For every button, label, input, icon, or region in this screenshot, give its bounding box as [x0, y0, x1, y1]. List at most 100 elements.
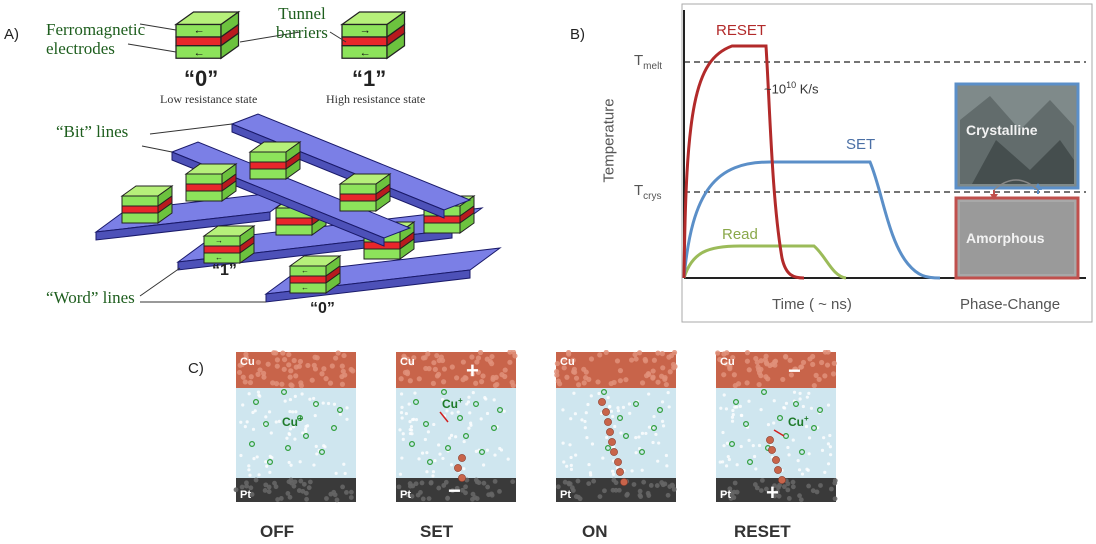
grid-label-0: “0” — [310, 300, 335, 317]
tunnel-label: Tunnel barriers — [276, 4, 328, 42]
filament-atom — [616, 468, 624, 476]
t-crys-sub: crys — [643, 191, 662, 202]
cu-ion — [280, 388, 287, 395]
cu-ion — [650, 424, 657, 431]
cu-ion — [302, 432, 309, 439]
t-crys-label: Tcrys — [634, 182, 662, 202]
crystalline-image — [954, 82, 1080, 190]
tunnel-label-line2: barriers — [276, 23, 328, 42]
cu-ion — [253, 398, 260, 405]
filament-atom — [606, 428, 614, 436]
filament-atom — [620, 478, 628, 486]
cu-ion — [496, 406, 503, 413]
filament-atom — [602, 408, 610, 416]
filament-atom — [772, 456, 780, 464]
cu-ion — [318, 448, 325, 455]
crystalline-label: Crystalline — [966, 122, 1038, 138]
read-label: Read — [722, 226, 758, 243]
svg-text:→: → — [215, 236, 223, 245]
pcm-diagram — [681, 3, 1093, 323]
filament-atom — [608, 438, 616, 446]
phase-change-label: Phase-Change — [960, 296, 1061, 313]
state-1-value: “1” — [352, 66, 387, 91]
rate-label: ~1010 K/s — [764, 80, 818, 96]
panel-c-letter: C) — [188, 360, 204, 377]
cu-ion-label: Cu+ — [282, 414, 303, 429]
panel-a-letter: A) — [4, 26, 19, 43]
word-lines-label: “Word” lines — [46, 288, 135, 307]
cu-ion — [336, 406, 343, 413]
cu-ion — [743, 420, 750, 427]
set-bottom-sign: − — [448, 478, 461, 503]
cu-ion — [604, 444, 611, 451]
filament-atom — [604, 418, 612, 426]
filament-atom — [778, 476, 786, 484]
svg-text:←: ← — [301, 283, 309, 292]
arrow-to-amorphous — [990, 194, 998, 200]
t-melt-label: Tmelt — [634, 52, 662, 72]
read-curve — [682, 244, 847, 280]
cu-ion — [444, 444, 451, 451]
grid-label-1: “1” — [212, 262, 237, 279]
mram-diagram: ← ← → ← → ← ← ← — [94, 11, 502, 303]
state-0-value: “0” — [184, 66, 219, 91]
bit-lines-label: “Bit” lines — [56, 122, 129, 141]
svg-text:←: ← — [360, 47, 371, 59]
filament-atom — [768, 446, 776, 454]
cu-ion — [798, 448, 805, 455]
reset-label: RESET — [716, 22, 767, 39]
ferro-label-line2: electrodes — [46, 39, 115, 58]
svg-text:←: ← — [194, 24, 205, 36]
cu-ion-label: Cu+ — [442, 396, 463, 411]
y-axis-label: Temperature — [600, 98, 618, 183]
cap-off: OFF — [260, 522, 294, 541]
cap-set: SET — [420, 522, 454, 541]
filament-atom — [598, 398, 606, 406]
cu-ion — [296, 414, 303, 421]
t-melt-prefix: T — [634, 52, 644, 69]
pt-label: Pt — [720, 489, 731, 501]
svg-text:←: ← — [301, 266, 309, 275]
reset-top-sign: − — [788, 358, 801, 383]
cell-1-large: → ← — [341, 11, 406, 59]
filament-atom — [454, 464, 462, 472]
cu-ion — [462, 432, 469, 439]
state-0-desc: Low resistance state — [160, 92, 258, 106]
t-melt-sub: melt — [643, 61, 663, 72]
cu-ion — [456, 414, 463, 421]
set-curve — [682, 160, 941, 280]
svg-text:←: ← — [215, 253, 223, 262]
cu-ion — [478, 448, 485, 455]
svg-text:→: → — [360, 24, 371, 36]
cu-ion — [816, 406, 823, 413]
cu-ion — [733, 398, 740, 405]
set-top-sign: + — [466, 358, 479, 383]
filament-atom — [610, 448, 618, 456]
filament-atom — [614, 458, 622, 466]
cu-ion — [638, 448, 645, 455]
cu-label: Cu — [240, 356, 255, 368]
cu-ion — [330, 424, 337, 431]
amorphous-image — [954, 196, 1080, 280]
reset-curve — [682, 44, 805, 280]
filament-atom — [458, 454, 466, 462]
tunnel-label-line1: Tunnel — [278, 4, 326, 23]
cu-ion — [312, 400, 319, 407]
ferro-label-line1: Ferromagnetic — [46, 20, 146, 39]
cu-ion — [490, 424, 497, 431]
ferro-label: Ferromagnetic electrodes — [46, 20, 145, 58]
cu-ion — [776, 414, 783, 421]
cap-reset: RESET — [734, 522, 791, 541]
set-label: SET — [846, 136, 876, 153]
pt-label: Pt — [400, 489, 411, 501]
cu-ion — [249, 440, 256, 447]
t-crys-prefix: T — [634, 182, 644, 199]
cu-ion — [423, 420, 430, 427]
panel-b-letter: B) — [570, 26, 585, 43]
pt-label: Pt — [240, 489, 251, 501]
cu-label: Cu — [720, 356, 735, 368]
cu-ion — [600, 388, 607, 395]
x-axis-label: Time ( ~ ns) — [772, 296, 852, 313]
